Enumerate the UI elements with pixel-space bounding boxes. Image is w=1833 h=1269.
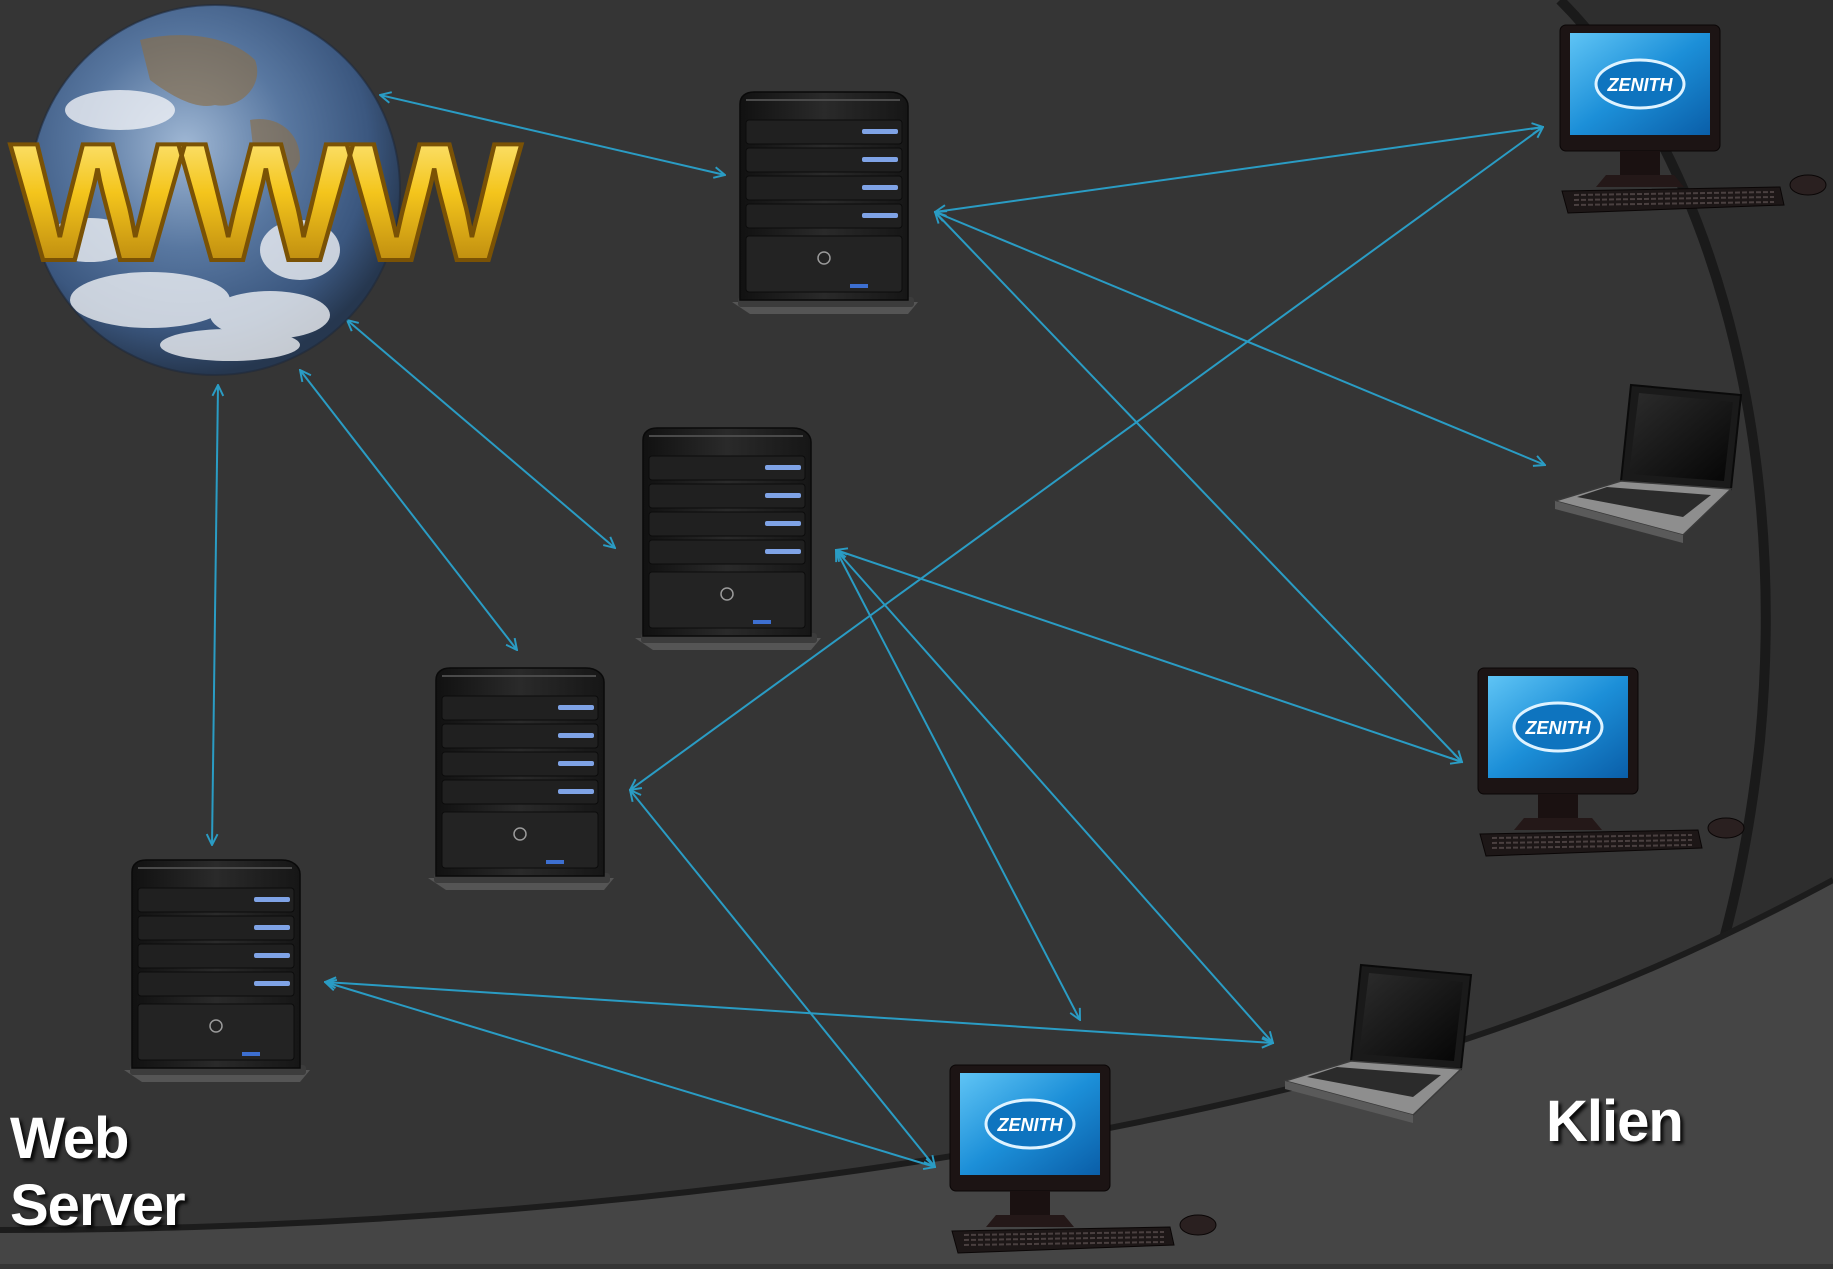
client-devices: ZENITH ZENITH ZENITH (949, 24, 1827, 1254)
zenith-logo: ZENITH (1525, 718, 1592, 738)
desktop-computer-icon: ZENITH (1477, 667, 1745, 857)
web-servers (124, 91, 918, 1082)
zenith-logo: ZENITH (1607, 75, 1674, 95)
connection-arrow-server-1-to-client-desktop-1 (935, 127, 1543, 212)
caption-web-server: Web Server (10, 1106, 186, 1239)
connection-arrow-server-4-to-client-laptop-2 (325, 982, 1273, 1043)
connection-arrow-globe-to-server-2 (347, 320, 615, 548)
connection-arrow-server-3-to-client-desktop-1 (630, 127, 1543, 790)
land-masses (140, 35, 300, 180)
connection-arrow-globe-to-server-4 (212, 385, 218, 845)
connection-lines (212, 95, 1545, 1167)
cloud-swirls (45, 90, 340, 361)
laptop-icon (1552, 383, 1743, 543)
connection-arrow-server-1-to-client-desktop-2 (935, 212, 1462, 762)
laptop-icon (1282, 963, 1473, 1123)
caption-klien: Klien (1546, 1089, 1684, 1154)
zenith-logo: ZENITH (997, 1115, 1064, 1135)
connection-arrow-server-4-to-client-desktop-3 (325, 982, 935, 1167)
tower-server-icon (428, 667, 614, 890)
desktop-computer-icon: ZENITH (949, 1064, 1217, 1254)
connection-arrow-globe-to-server-3 (300, 370, 517, 650)
connection-arrow-server-3-to-client-desktop-3 (630, 790, 935, 1167)
connection-arrow-server-2-to-client-desktop-3-top (836, 550, 1080, 1020)
desktop-computer-icon: ZENITH (1559, 24, 1827, 214)
globe-group: WWW (8, 4, 530, 376)
connection-arrow-server-1-to-client-laptop-1 (935, 212, 1545, 465)
tower-server-icon (732, 91, 918, 314)
tower-server-icon (635, 427, 821, 650)
tower-server-icon (124, 859, 310, 1082)
www-label: WWW (10, 108, 522, 296)
